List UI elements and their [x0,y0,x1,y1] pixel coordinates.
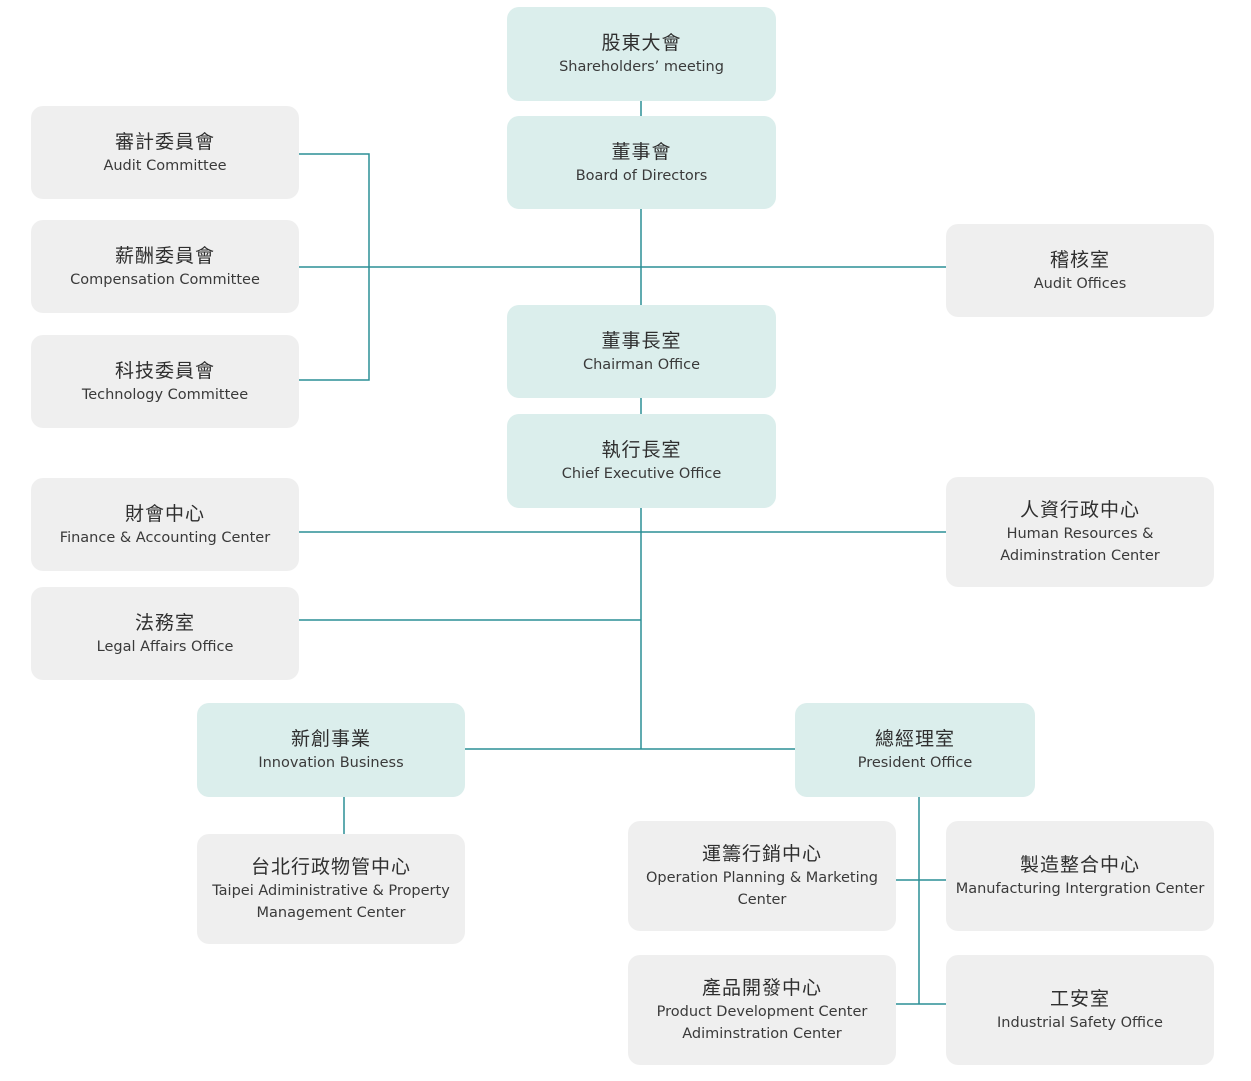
node-chief-executive-office: 執行長室 Chief Executive Office [507,414,776,508]
node-title-en-line1: Taipei Adiministrative & Property [212,883,450,899]
node-title-en: Audit Committee [103,157,227,174]
node-title-en: Legal Affairs Office [96,638,234,655]
node-title-zh: 總經理室 [874,728,955,750]
node-title-en: Manufacturing Intergration Center [955,881,1205,897]
node-finance-accounting-center: 財會中心 Finance & Accounting Center [31,478,299,571]
node-title-en: Chief Executive Office [561,466,722,482]
node-title-en-line2: Center [737,892,787,908]
node-title-zh: 董事長室 [601,329,682,352]
node-title-zh: 稽核室 [1049,248,1110,271]
node-title-en: Technology Committee [81,386,249,403]
node-legal-affairs-office: 法務室 Legal Affairs Office [31,587,299,680]
node-title-en: Chairman Office [582,356,701,373]
node-title-en: Finance & Accounting Center [59,529,271,546]
node-title-zh: 董事會 [611,140,672,163]
node-audit-offices: 稽核室 Audit Offices [946,224,1214,317]
node-title-en: Board of Directors [575,167,708,184]
node-title-en-line2: Management Center [256,905,406,921]
node-title-en: Audit Offices [1033,275,1127,292]
node-title-zh: 科技委員會 [114,359,215,382]
node-board-of-directors: 董事會 Board of Directors [507,116,776,209]
node-title-en-line2: Adiminstration Center [1000,548,1160,564]
node-chairman-office: 董事長室 Chairman Office [507,305,776,398]
node-shareholders-meeting: 股東大會 Shareholders’ meeting [507,7,776,101]
node-president-office: 總經理室 President Office [795,703,1035,797]
node-innovation-business: 新創事業 Innovation Business [197,703,465,797]
node-title-en: Compensation Committee [70,271,260,288]
node-title-en-line1: Operation Planning & Marketing [645,870,879,886]
node-title-en-line1: Human Resources & [1006,526,1154,542]
node-title-en: Innovation Business [258,755,404,771]
node-title-zh: 工安室 [1049,988,1110,1010]
node-title-zh: 台北行政物管中心 [250,856,411,878]
node-title-zh: 製造整合中心 [1019,854,1140,876]
node-product-development-center: 產品開發中心 Product Development Center Adimin… [628,955,896,1065]
node-industrial-safety-office: 工安室 Industrial Safety Office [946,955,1214,1065]
node-title-zh: 法務室 [134,611,195,634]
node-title-zh: 股東大會 [601,32,682,54]
node-title-zh: 人資行政中心 [1019,499,1140,521]
node-title-en: President Office [857,755,973,771]
node-title-zh: 產品開發中心 [701,977,822,999]
node-title-zh: 財會中心 [124,502,205,525]
node-technology-committee: 科技委員會 Technology Committee [31,335,299,428]
node-audit-committee: 審計委員會 Audit Committee [31,106,299,199]
node-compensation-committee: 薪酬委員會 Compensation Committee [31,220,299,313]
node-manufacturing-integration-center: 製造整合中心 Manufacturing Intergration Center [946,821,1214,931]
node-title-zh: 執行長室 [601,439,682,461]
node-title-en-line1: Product Development Center [656,1004,868,1020]
node-title-zh: 運籌行銷中心 [701,843,822,865]
node-title-zh: 新創事業 [290,728,371,750]
node-title-en: Industrial Safety Office [997,1015,1163,1031]
node-title-zh: 審計委員會 [114,130,215,153]
node-operation-planning-marketing-center: 運籌行銷中心 Operation Planning & Marketing Ce… [628,821,896,931]
node-hr-administration-center: 人資行政中心 Human Resources & Adiminstration … [946,477,1214,587]
node-taipei-admin-property-center: 台北行政物管中心 Taipei Adiministrative & Proper… [197,834,465,944]
node-title-en-line2: Adiminstration Center [682,1026,842,1042]
node-title-en: Shareholders’ meeting [559,59,724,75]
node-title-zh: 薪酬委員會 [114,244,215,267]
